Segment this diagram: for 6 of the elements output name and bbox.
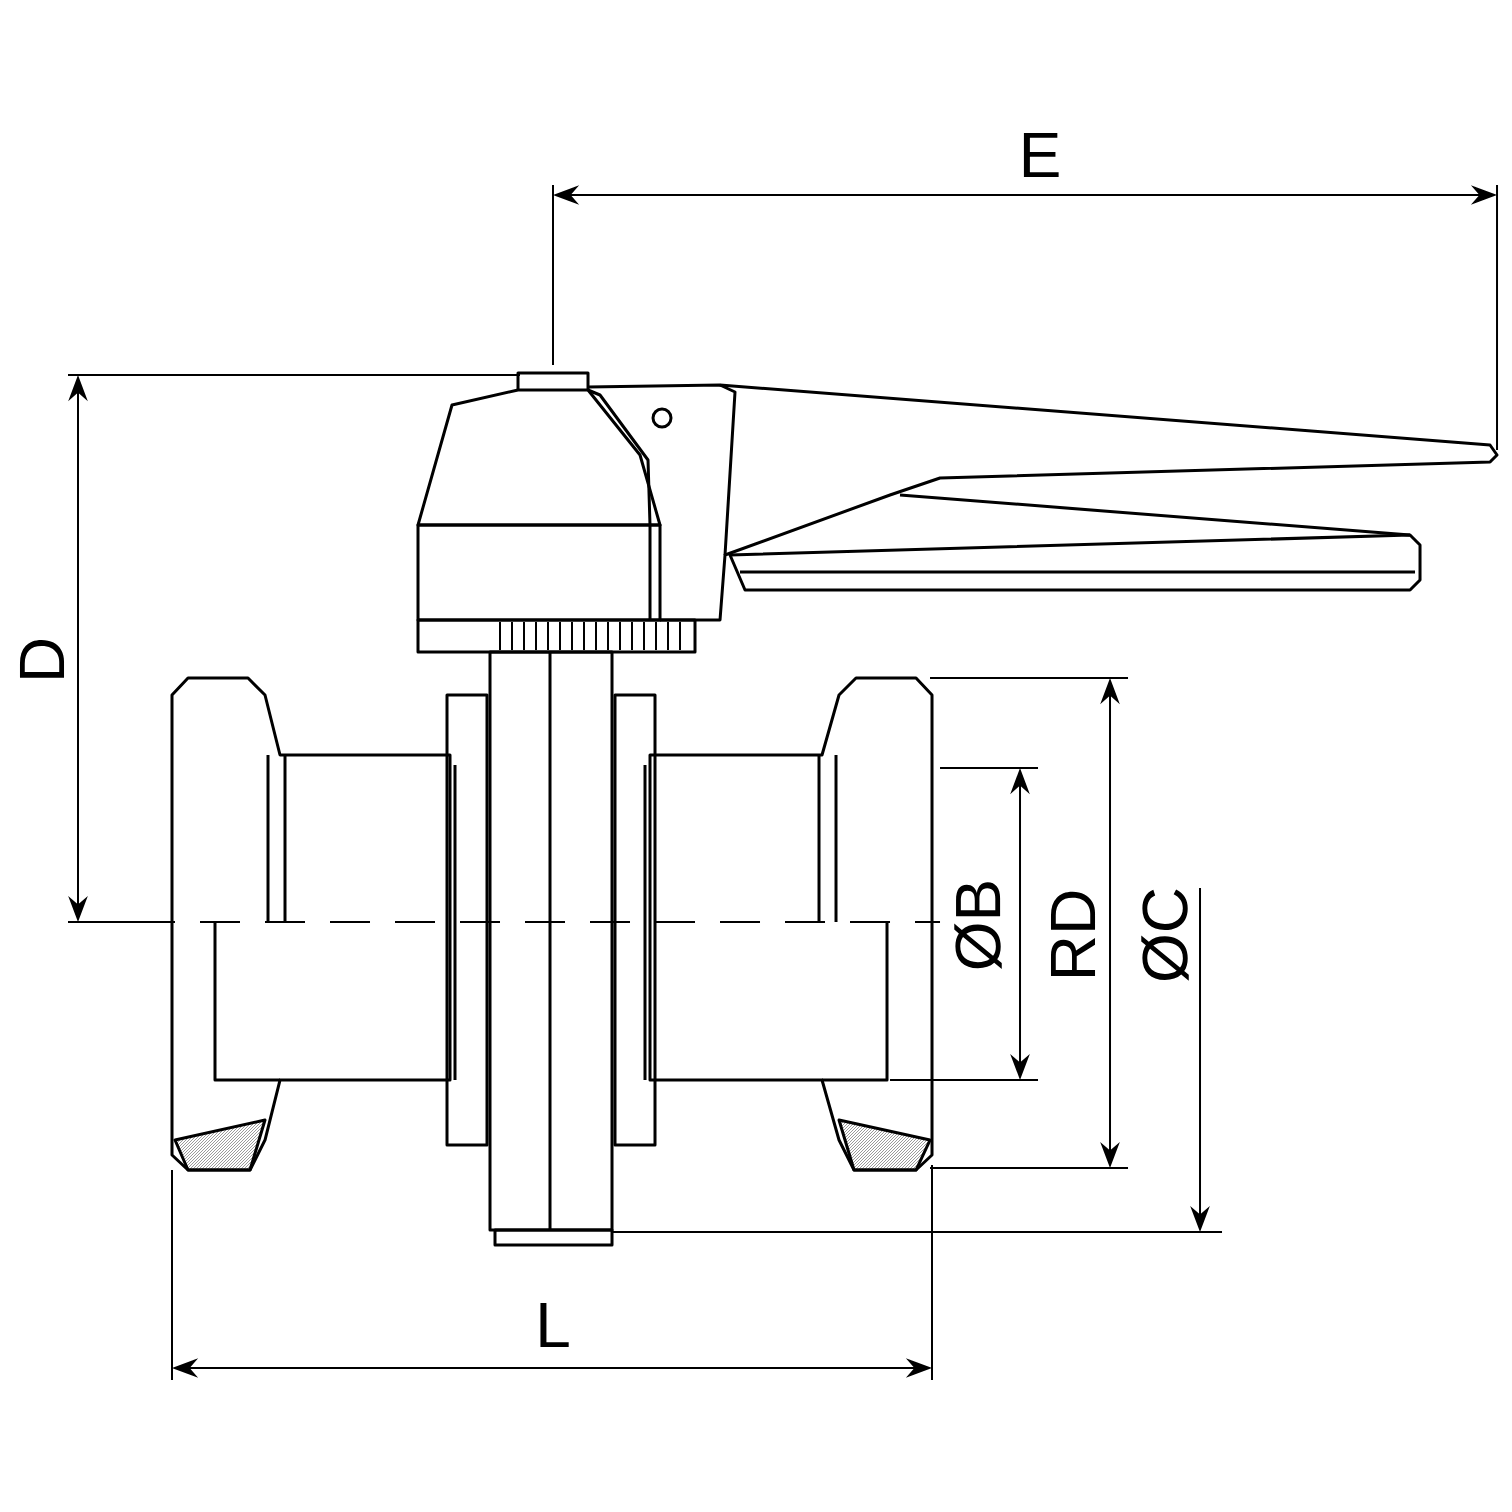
dimension-label: E bbox=[1023, 133, 1059, 177]
dimension-label: ØC bbox=[1141, 889, 1189, 981]
dimension-label: ØB bbox=[954, 882, 1002, 970]
dimension-label: RD bbox=[1051, 891, 1096, 976]
dimension-label: D bbox=[20, 639, 64, 678]
dimension-label: L bbox=[540, 1303, 569, 1348]
